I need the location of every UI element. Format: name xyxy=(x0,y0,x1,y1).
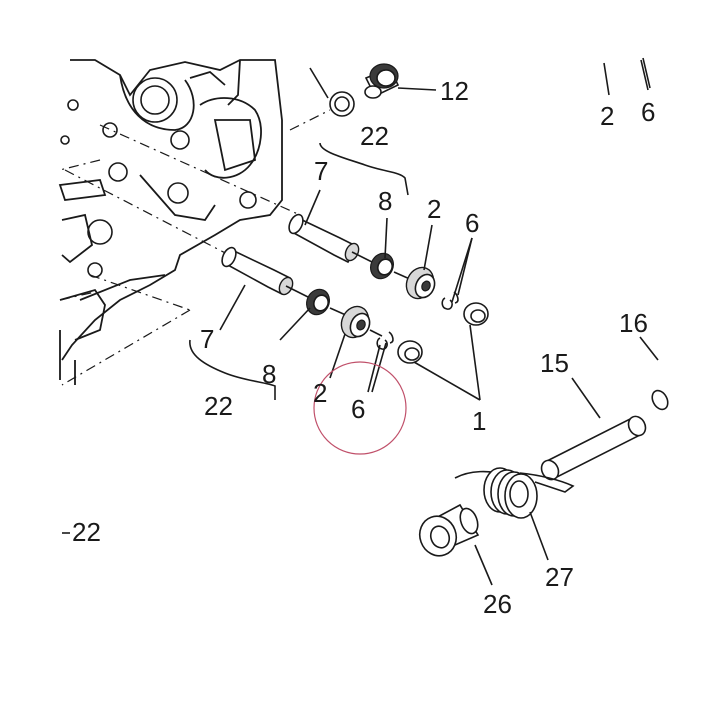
upper-bearing-8 xyxy=(370,252,394,280)
callout-2-right: 2 xyxy=(600,101,614,131)
engine-casing xyxy=(58,59,283,385)
callout-26: 26 xyxy=(483,589,512,619)
axis-lines xyxy=(59,109,331,386)
leaders xyxy=(62,57,659,586)
callout-15: 15 xyxy=(540,348,569,378)
callout-16: 16 xyxy=(619,308,648,338)
callout-2-bottom: 2 xyxy=(313,378,327,408)
callout-12: 12 xyxy=(440,76,469,106)
lower-bearing-8 xyxy=(306,288,330,316)
callout-7-bottom: 7 xyxy=(200,324,214,354)
callout-27: 27 xyxy=(545,562,574,592)
upper-shaft-assembly xyxy=(288,213,489,326)
upper-collar-2 xyxy=(405,266,436,300)
callout-22-left: 22 xyxy=(72,517,101,547)
highlight-circle xyxy=(313,361,407,455)
lower-cap-1 xyxy=(397,340,423,364)
callout-6-right: 6 xyxy=(641,97,655,127)
callout-22-top: 22 xyxy=(360,121,389,151)
shaft-15 xyxy=(540,389,669,481)
callout-labels: 12 22 7 8 2 6 7 8 2 6 1 22 2 6 16 15 27 … xyxy=(72,76,655,619)
bushing-26 xyxy=(418,503,480,557)
callout-22-bottom: 22 xyxy=(204,391,233,421)
lower-collar-2 xyxy=(340,305,371,339)
callout-6-top: 6 xyxy=(465,208,479,238)
callout-8-top: 8 xyxy=(378,186,392,216)
lower-shaft-assembly xyxy=(221,246,423,364)
callout-6-bottom: 6 xyxy=(351,394,365,424)
upper-cap-1 xyxy=(463,302,489,326)
callout-8-bottom: 8 xyxy=(262,359,276,389)
spring-27 xyxy=(454,467,575,519)
callout-2-top: 2 xyxy=(427,194,441,224)
callout-7-top: 7 xyxy=(314,156,328,186)
washer-and-plug-12 xyxy=(329,63,400,117)
callout-1: 1 xyxy=(472,406,486,436)
